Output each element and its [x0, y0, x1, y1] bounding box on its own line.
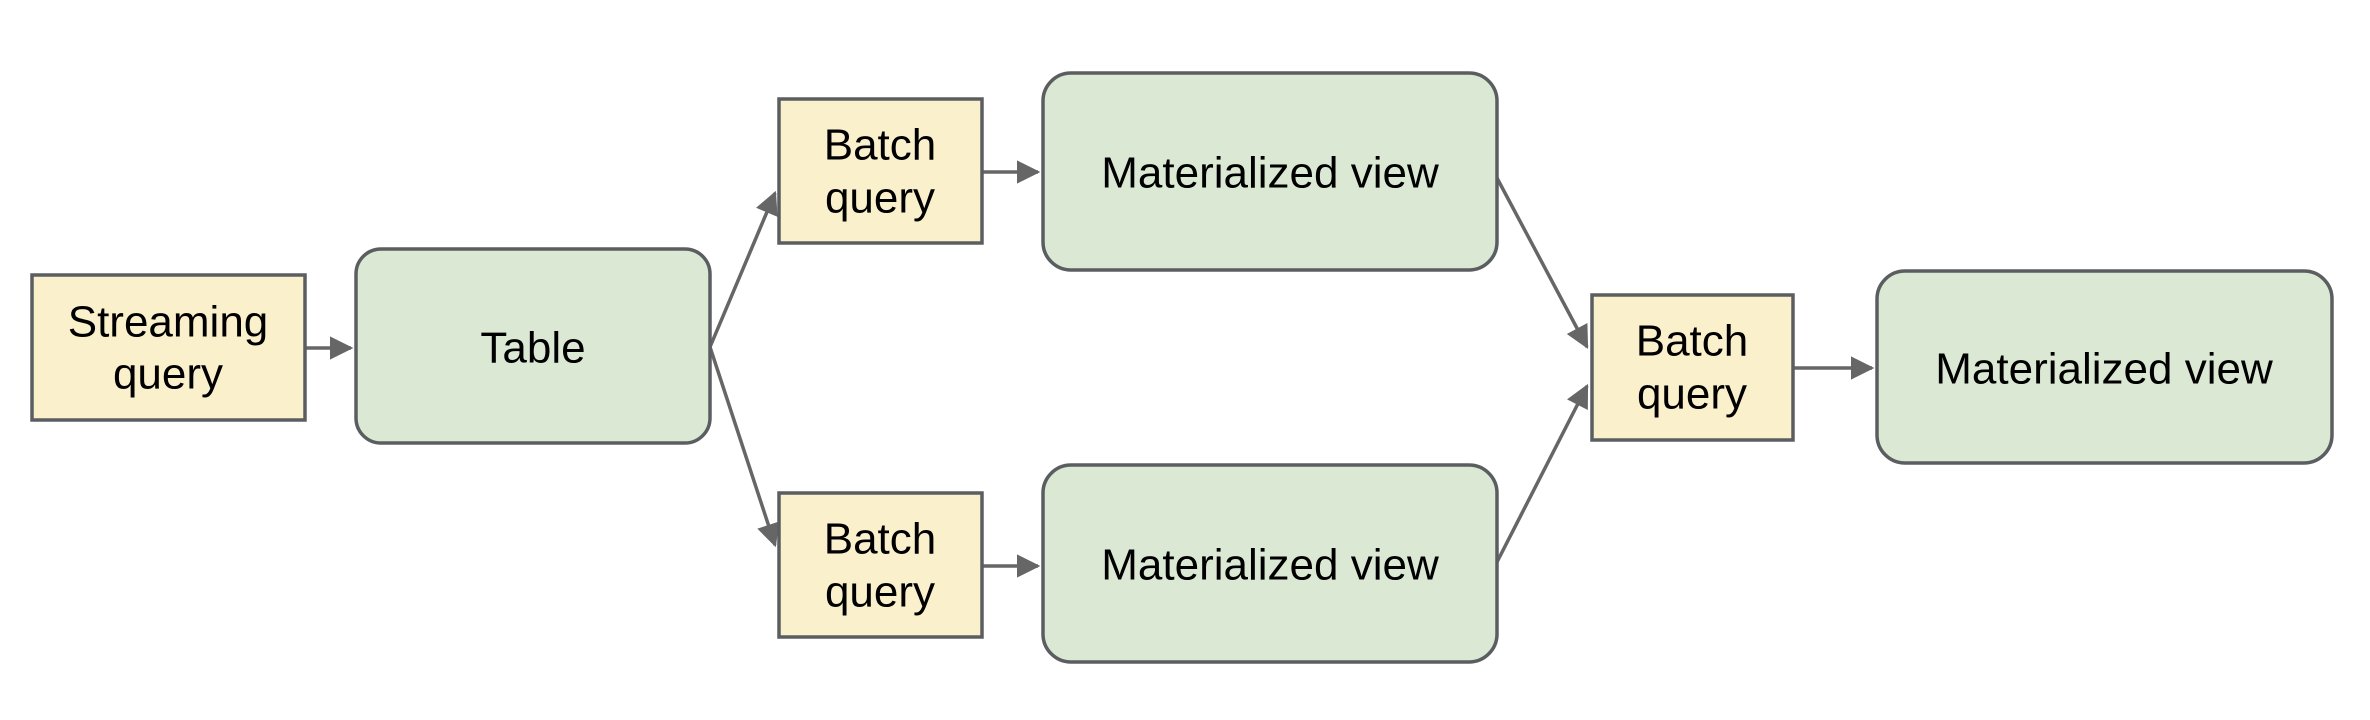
streaming-query-label-line-2: query [113, 350, 223, 399]
materialized-view-bottom-shape [1041, 463, 1499, 664]
edge-table-to-batch-query-top [708, 190, 778, 348]
node-table: Table [354, 247, 712, 445]
batch-query-top-label-line-2: query [825, 174, 935, 223]
node-materialized-view-bottom: Materialized view [1041, 463, 1499, 664]
node-batch-query-final: Batch query [1590, 293, 1795, 442]
table-shape [354, 247, 712, 445]
edge-materialized-view-bottom-to-batch-query-final [1495, 383, 1589, 563]
node-materialized-view-final: Materialized view [1875, 269, 2334, 465]
batch-query-top-shape [777, 97, 984, 245]
batch-query-final-label-line-2: query [1637, 370, 1747, 419]
batch-query-bottom-shape [777, 491, 984, 639]
node-batch-query-top: Batch query [777, 97, 984, 245]
node-batch-query-bottom: Batch query [777, 491, 984, 639]
materialized-view-final-label: Materialized view [1935, 345, 2273, 394]
batch-query-bottom-label-line-1: Batch [824, 515, 937, 564]
edge-materialized-view-top-to-batch-query-final [1495, 177, 1589, 350]
materialized-view-top-shape [1041, 71, 1499, 272]
materialized-view-top-label: Materialized view [1101, 149, 1439, 198]
node-materialized-view-top: Materialized view [1041, 71, 1499, 272]
connectors [305, 160, 1875, 578]
batch-query-final-shape [1590, 293, 1795, 442]
table-label: Table [480, 324, 585, 373]
streaming-query-shape [30, 273, 307, 422]
batch-query-bottom-label-line-2: query [825, 568, 935, 617]
materialized-view-final-shape [1875, 269, 2334, 465]
batch-query-top-label-line-1: Batch [824, 121, 937, 170]
materialized-view-bottom-label: Materialized view [1101, 541, 1439, 590]
batch-query-final-label-line-1: Batch [1636, 317, 1749, 366]
edge-table-to-batch-query-bottom [708, 346, 780, 548]
node-streaming-query: Streaming query [30, 273, 307, 422]
streaming-query-label-line-1: Streaming [68, 298, 269, 347]
